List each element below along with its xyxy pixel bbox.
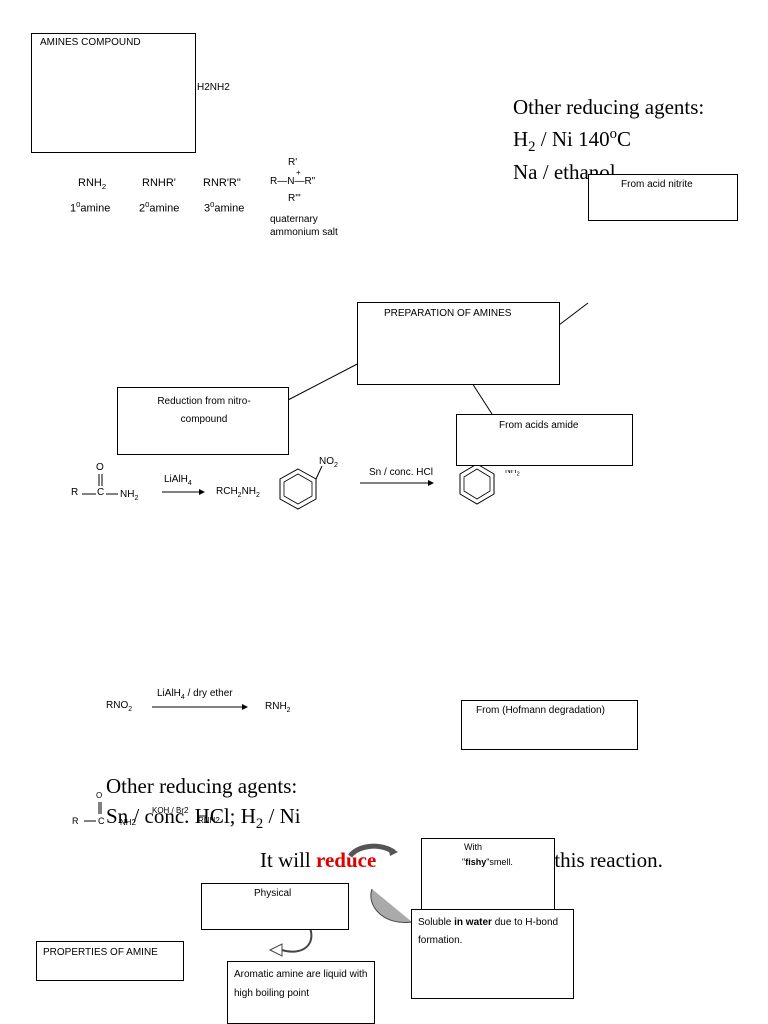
acid-nitrite-box: From acid nitrite: [588, 174, 738, 221]
soluble-in-water-box: Soluble in water due to H-bond formation…: [411, 909, 574, 999]
aniline-nh2-peek: NH2: [505, 466, 520, 478]
hofmann-degradation-box: From (Hofmann degradation): [461, 700, 638, 750]
fishy-smell-box: With "fishy"smell.: [421, 838, 555, 910]
amine-degree-label: amine: [214, 202, 245, 215]
physical-box: Physical: [201, 883, 349, 930]
quaternary-caption-2: ammonium salt: [270, 227, 338, 238]
amine-degree-label: amine: [149, 202, 180, 215]
quaternary-caption: quaternary: [270, 214, 318, 225]
amines-compound-title: AMINES COMPOUND: [40, 37, 141, 48]
properties-of-amine-box: PROPERTIES OF AMINE: [36, 941, 184, 981]
amine-formula: RNH: [78, 177, 102, 189]
amine-formula: RNHR': [142, 177, 176, 189]
amine-degree-label: amine: [80, 202, 111, 215]
preparation-of-amines-box: PREPARATION OF AMINES: [357, 302, 560, 385]
hydrazine-peek: H2NH2: [197, 82, 230, 93]
acids-amide-box: From acids amide: [456, 414, 633, 466]
amine-formula: RNR'R": [203, 177, 241, 189]
nitro-reduction-box: Reduction from nitro-compound: [117, 387, 289, 455]
aromatic-amine-box: Aromatic amine are liquid with high boil…: [227, 961, 375, 1024]
amines-compound-box: AMINES COMPOUND: [31, 33, 196, 153]
